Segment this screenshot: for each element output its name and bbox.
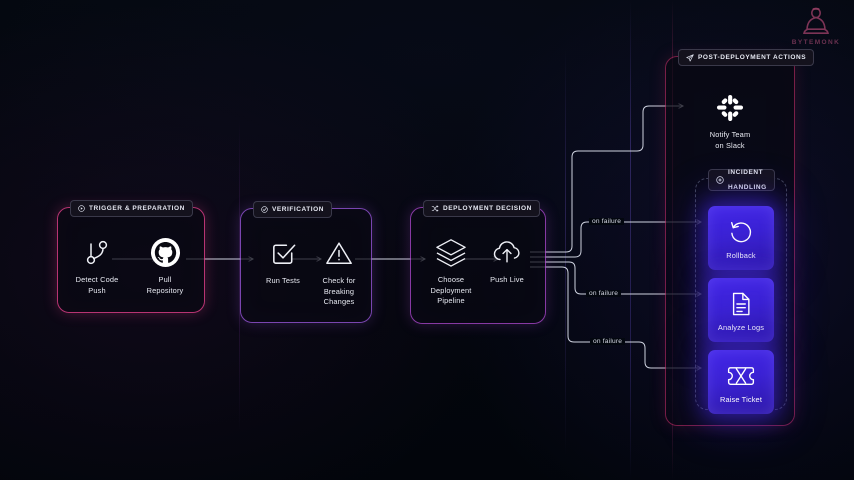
panel-title-incident-handling: INCIDENT HANDLING	[708, 169, 775, 191]
card-rollback[interactable]: Rollback	[708, 206, 774, 270]
node-notify-team-slack[interactable]: Notify Team on Slack	[694, 89, 766, 151]
background-accent-line	[565, 0, 566, 480]
panel-background	[58, 208, 204, 312]
edge-label-on-failure-analyze-logs: on failure	[586, 290, 622, 297]
node-push-live[interactable]: Push Live	[471, 232, 543, 286]
layers-icon	[415, 232, 487, 272]
card-label: Rollback	[726, 250, 756, 260]
panel-title-post-deployment-actions: POST-DEPLOYMENT ACTIONS	[678, 49, 815, 66]
panel-title-verification: VERIFICATION	[253, 201, 332, 218]
panel-title-label: VERIFICATION	[272, 206, 324, 213]
card-raise-ticket[interactable]: Raise Ticket	[708, 350, 774, 414]
panel-title-label: POST-DEPLOYMENT ACTIONS	[698, 54, 807, 61]
node-label: Pull Repository	[146, 275, 184, 295]
panel-trigger-preparation: TRIGGER & PREPARATION Detect Code Push	[57, 200, 205, 313]
edge-label-on-failure-raise-ticket: on failure	[590, 338, 626, 345]
shuffle-icon	[431, 205, 439, 212]
panel-incident-handling: INCIDENT HANDLING Rollback	[695, 169, 787, 414]
panel-title-label: TRIGGER & PREPARATION	[89, 205, 185, 212]
panel-title-label-group: INCIDENT HANDLING	[728, 168, 767, 191]
panel-background	[411, 208, 545, 323]
node-label: Notify Team on Slack	[709, 130, 751, 150]
node-run-tests[interactable]: Run Tests	[247, 233, 319, 287]
panel-post-deployment-actions: POST-DEPLOYMENT ACTIONS	[665, 49, 815, 426]
github-icon	[129, 232, 201, 272]
panel-background	[241, 209, 371, 322]
monk-logo-icon	[803, 7, 829, 34]
node-detect-code-push[interactable]: Detect Code Push	[61, 232, 133, 296]
checkbox-check-icon	[247, 233, 319, 273]
edge-label-on-failure-rollback: on failure	[589, 218, 625, 225]
panel-title-trigger-preparation: TRIGGER & PREPARATION	[70, 200, 193, 217]
play-circle-icon	[78, 205, 85, 212]
card-label: Raise Ticket	[719, 394, 763, 404]
slack-icon	[694, 89, 766, 127]
cloud-upload-icon	[471, 232, 543, 272]
panel-deployment-decision: DEPLOYMENT DECISION Choose Deployment Pi…	[410, 200, 546, 324]
panel-title-label: DEPLOYMENT DECISION	[443, 205, 532, 212]
node-label: Detect Code Push	[75, 275, 119, 295]
node-label: Choose Deployment Pipeline	[430, 275, 472, 305]
node-choose-deployment-pipeline[interactable]: Choose Deployment Pipeline	[415, 232, 487, 307]
node-pull-repository[interactable]: Pull Repository	[129, 232, 201, 296]
node-check-breaking-changes[interactable]: Check for Breaking Changes	[303, 233, 375, 308]
background-accent-line	[630, 0, 631, 480]
brand-wordmark: BYTEMONK	[791, 39, 841, 46]
node-label: Check for Breaking Changes	[322, 276, 356, 306]
node-label: Run Tests	[265, 276, 301, 285]
card-analyze-logs[interactable]: Analyze Logs	[708, 278, 774, 342]
panel-verification: VERIFICATION Run Tests	[240, 201, 375, 323]
send-icon	[686, 53, 694, 62]
check-circle-icon	[261, 206, 268, 213]
git-branch-icon	[61, 232, 133, 272]
rotate-ccw-icon	[728, 217, 754, 247]
panel-title-deployment-decision: DEPLOYMENT DECISION	[423, 200, 540, 217]
warning-triangle-icon	[303, 233, 375, 273]
ticket-icon	[726, 361, 756, 391]
node-label: Push Live	[490, 275, 524, 284]
alert-circle-icon	[716, 176, 724, 184]
card-label: Analyze Logs	[717, 322, 765, 332]
brand-logo: BYTEMONK	[788, 6, 844, 50]
file-lines-icon	[729, 289, 753, 319]
